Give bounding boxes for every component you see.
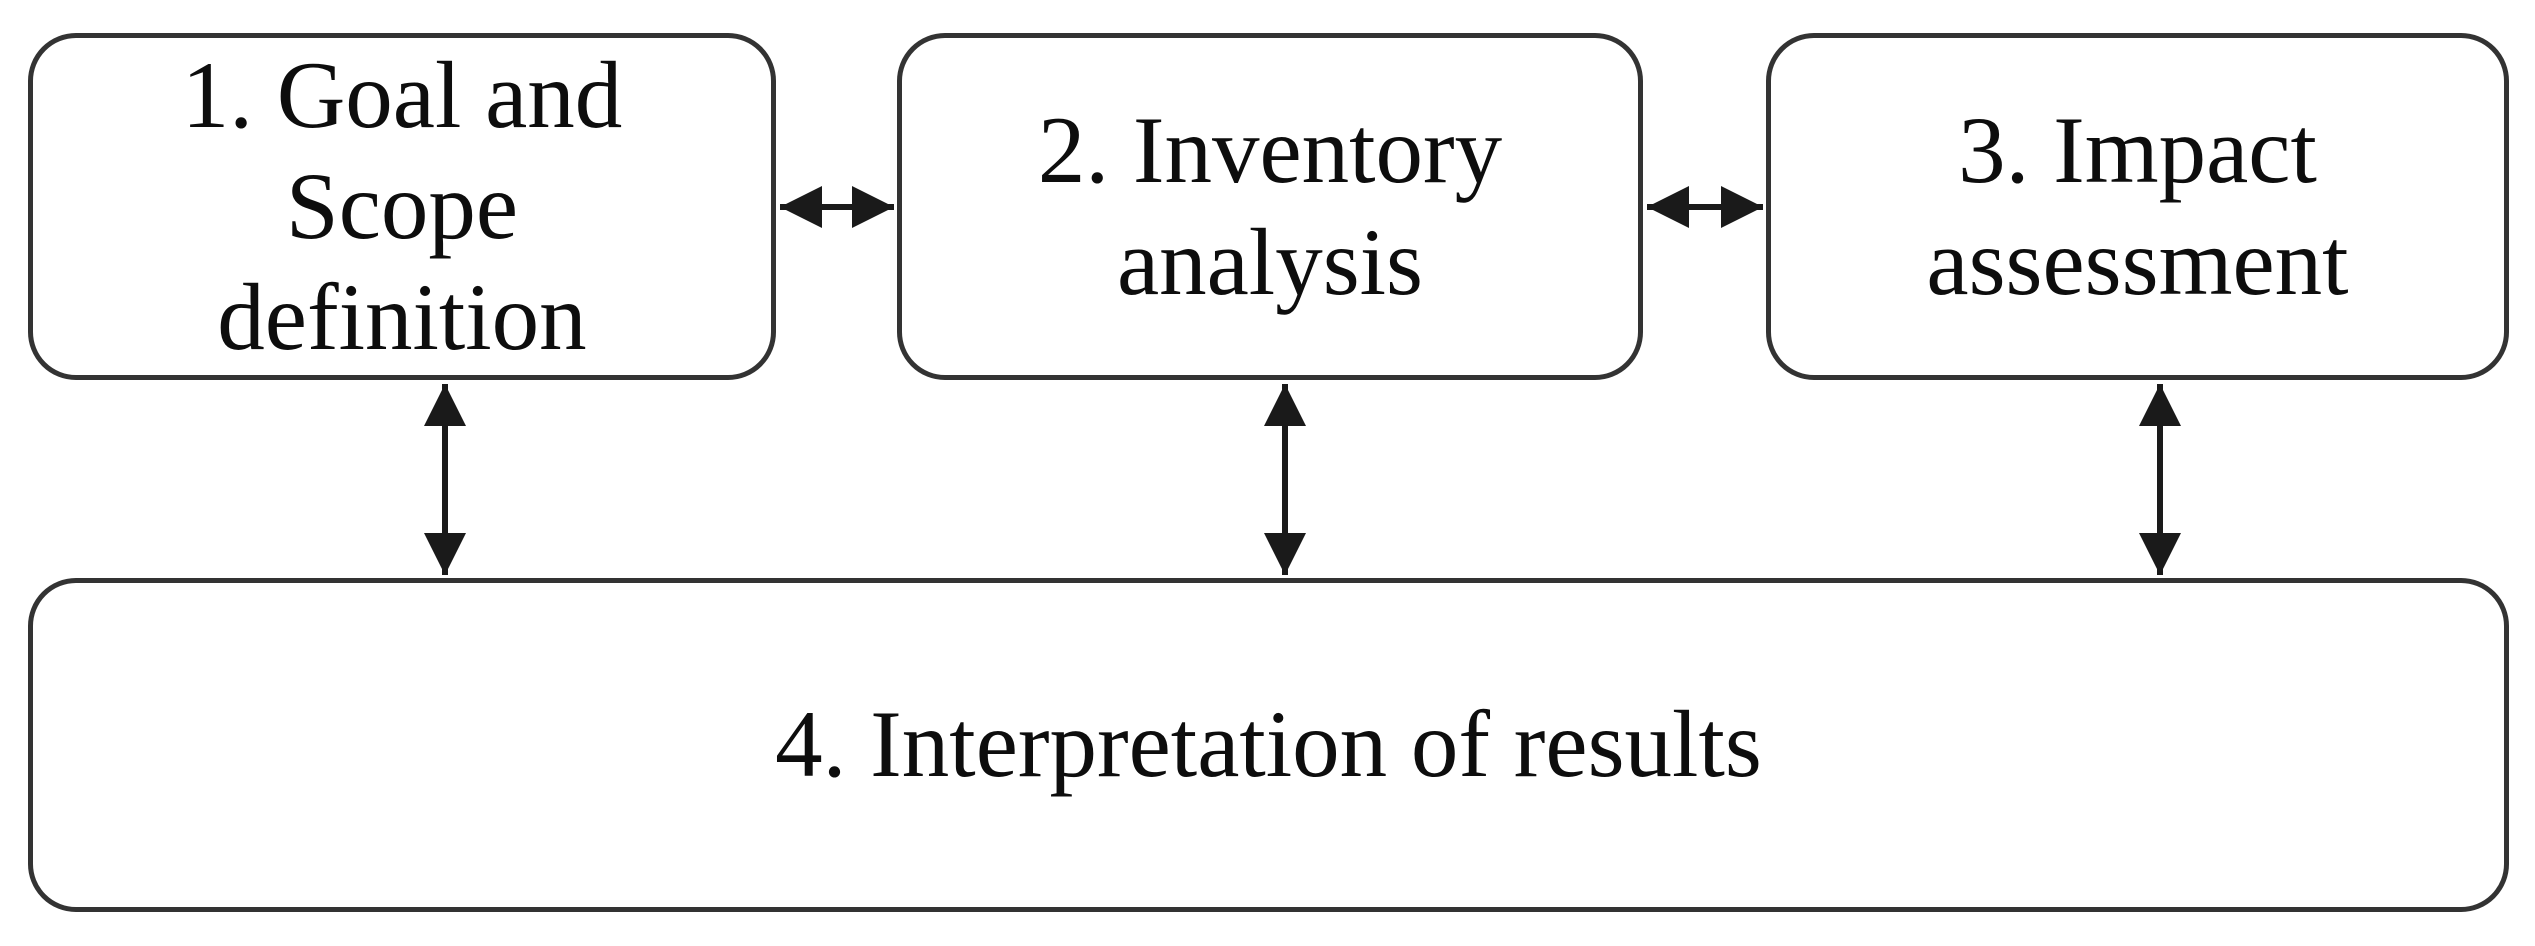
node-goal-scope-definition: 1. Goal and Scope definition xyxy=(28,33,776,380)
node-interpretation-of-results: 4. Interpretation of results xyxy=(28,578,2509,912)
node-impact-label: 3. Impact assessment xyxy=(1926,97,2349,315)
node-goal-scope-label: 1. Goal and Scope definition xyxy=(181,41,623,371)
node-inventory-analysis: 2. Inventory analysis xyxy=(897,33,1643,380)
node-inventory-label: 2. Inventory analysis xyxy=(1037,97,1503,315)
node-interpretation-label: 4. Interpretation of results xyxy=(775,691,1762,798)
node-impact-assessment: 3. Impact assessment xyxy=(1766,33,2509,380)
